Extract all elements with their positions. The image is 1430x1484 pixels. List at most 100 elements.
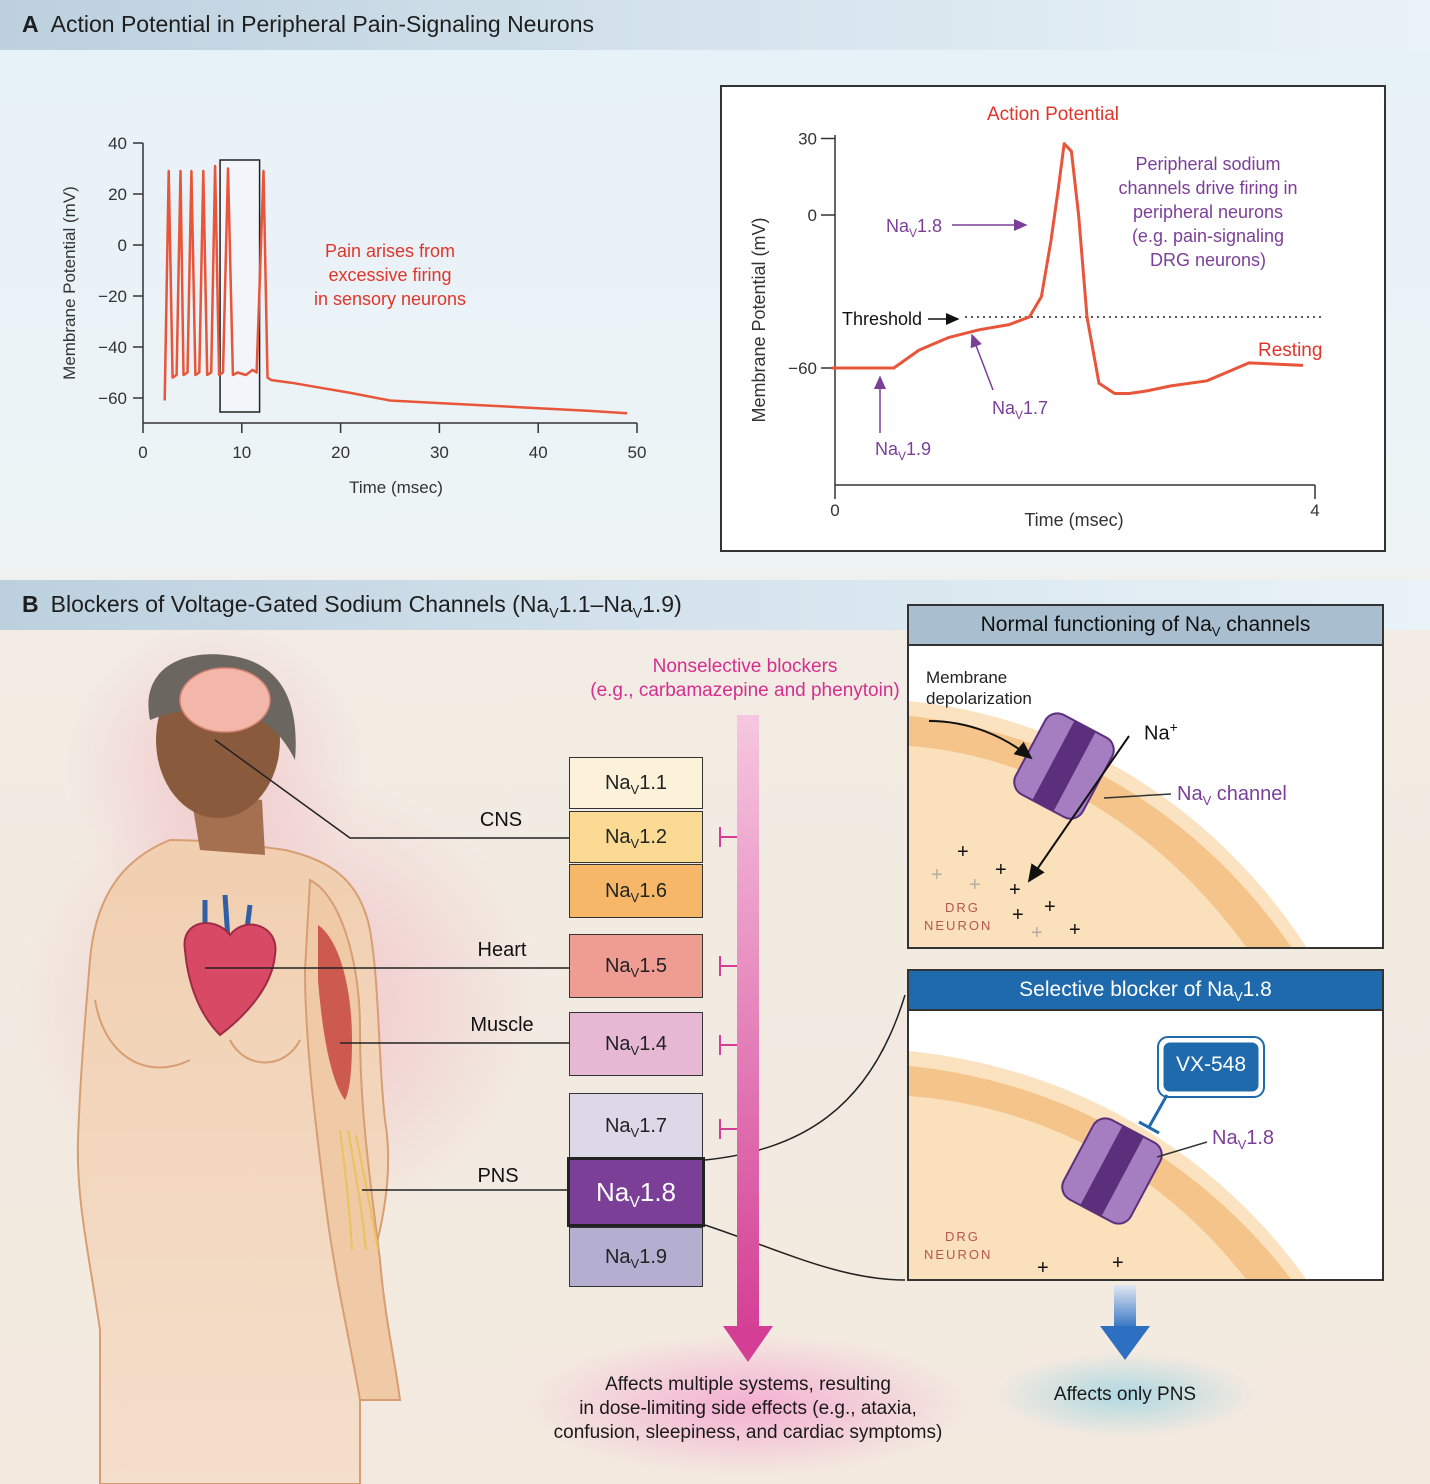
- x-tick-label: 20: [331, 443, 350, 462]
- sodium-note: Peripheral sodium channels drive firing …: [1118, 154, 1297, 270]
- note-line-5: DRG neurons): [1150, 250, 1266, 270]
- label-muscle: Muscle: [470, 1014, 533, 1036]
- panel-b-title-part-1: Blockers of Voltage-Gated Sodium Channel…: [50, 591, 550, 617]
- blocker-stem: [1147, 1094, 1169, 1128]
- panel-a-title: A Action Potential in Peripheral Pain-Sig…: [22, 11, 594, 38]
- heart: [183, 922, 277, 1037]
- outcome-line-2: in dose-limiting side effects (e.g., ata…: [579, 1398, 917, 1419]
- y-tick-label: −60: [98, 389, 127, 408]
- outcome-line-1: Affects multiple systems, resulting: [605, 1374, 891, 1395]
- panel-b-title: B Blockers of Voltage-Gated Sodium Channe…: [22, 591, 682, 621]
- svg-text:+: +: [1012, 904, 1024, 926]
- drg-label-line-1: DRG: [945, 1229, 980, 1244]
- y-tick-label: −20: [98, 287, 127, 306]
- x-tick-label: 0: [138, 443, 147, 462]
- y-tick-label: 20: [108, 185, 127, 204]
- channel-nav16: NaV1.6: [569, 864, 703, 918]
- x-tick-label: 30: [430, 443, 449, 462]
- threshold-label: Threshold: [842, 309, 922, 329]
- x-axis-label: Time (msec): [349, 478, 443, 497]
- magenta-arrowhead: [723, 1326, 773, 1362]
- channel-nav19: NaV1.9: [569, 1227, 703, 1287]
- label-nav18: NaV1.8: [886, 216, 942, 240]
- nav-channel-label: NaV channel: [1177, 783, 1287, 808]
- ions-faded: + + +: [931, 864, 1043, 944]
- panel-b-title-sub-1: V: [549, 604, 559, 621]
- nonselective-line-1: Nonselective blockers: [653, 656, 838, 677]
- panel-a-title-text: Action Potential in Peripheral Pain-Sign…: [50, 11, 594, 37]
- annotation-line-3: in sensory neurons: [314, 289, 466, 309]
- svg-text:+: +: [995, 859, 1007, 881]
- nav18-pointer: [1156, 1141, 1208, 1158]
- svg-text:+: +: [1069, 919, 1081, 941]
- action-potential-trace: [831, 142, 1304, 395]
- normal-function-panel: Normal functioning of NaV channels +++ +…: [907, 604, 1384, 949]
- svg-text:+: +: [1044, 896, 1056, 918]
- channel-nav12: NaV1.2: [569, 811, 703, 863]
- annotation-line-2: excessive firing: [328, 265, 451, 285]
- y-tick-label: 30: [798, 130, 817, 149]
- svg-text:+: +: [1031, 922, 1043, 944]
- x-axis-label: Time (msec): [1024, 510, 1123, 530]
- outcome-glow-blue: [995, 1353, 1255, 1437]
- nonselective-line-2: (e.g., carbamazepine and phenytoin): [590, 680, 899, 701]
- chest-contour: [94, 999, 191, 1069]
- channel-nav15: NaV1.5: [569, 934, 703, 998]
- note-line-4: (e.g. pain-signaling: [1132, 226, 1284, 246]
- selective-blocker-panel: Selective blocker of NaV1.8 ++ VX-548 Na…: [907, 969, 1384, 1281]
- chest-contour-2: [229, 1039, 301, 1064]
- vx548-box: [1160, 1039, 1262, 1095]
- depolarization-line-2: depolarization: [926, 689, 1032, 708]
- selective-membrane-illustration: ++: [909, 1036, 1307, 1279]
- vx548-label: VX-548: [1175, 1053, 1247, 1076]
- svg-text:+: +: [1009, 879, 1021, 901]
- label-heart: Heart: [478, 939, 527, 961]
- panel-a-letter: A: [22, 11, 39, 37]
- note-line-1: Peripheral sodium: [1135, 154, 1280, 174]
- brain: [179, 667, 271, 733]
- arrow-nav17: [970, 333, 994, 391]
- label-nav17: NaV1.7: [992, 398, 1048, 422]
- selective-panel-header: Selective blocker of NaV1.8: [909, 971, 1382, 1011]
- drg-label-line-2: NEURON: [924, 918, 993, 933]
- svg-text:+: +: [931, 864, 943, 886]
- outcome-glow-magenta: [528, 1335, 968, 1475]
- panel-b-letter: B: [22, 591, 39, 617]
- note-line-3: peripheral neurons: [1133, 202, 1283, 222]
- ions: ++: [1037, 1252, 1124, 1279]
- label-nav19: NaV1.9: [875, 439, 931, 463]
- blue-arrow-shaft: [1114, 1285, 1136, 1330]
- nav18-label: NaV1.8: [1212, 1127, 1275, 1152]
- y-tick-label: −60: [788, 359, 817, 378]
- channel-nav11: NaV1.1: [569, 757, 703, 809]
- svg-text:+: +: [1112, 1252, 1124, 1274]
- y-tick-label: −40: [98, 338, 127, 357]
- sodium-ion-label: Na+: [1144, 719, 1178, 745]
- label-pns: PNS: [477, 1165, 518, 1187]
- zoom-line-top: [704, 994, 906, 1161]
- annotation-line-1: Pain arises from: [325, 241, 455, 261]
- channel-nav18: NaV1.8: [567, 1157, 705, 1227]
- zoom-line-bottom: [704, 1224, 906, 1281]
- chart-title: Action Potential: [987, 104, 1119, 125]
- depolarization-line-1: Membrane: [926, 668, 1008, 687]
- magenta-column: [737, 715, 759, 1330]
- depolarization-arrow: [928, 720, 1033, 760]
- svg-text:+: +: [969, 874, 981, 896]
- annotation-text: Pain arises from excessive firing in sen…: [314, 241, 466, 309]
- outcome-selective: Affects only PNS: [1054, 1384, 1196, 1405]
- blue-arrowhead: [1100, 1326, 1150, 1360]
- x-tick-label: 4: [1310, 501, 1319, 520]
- panel-b-title-sub-2: V: [632, 604, 643, 621]
- x-tick-label: 10: [232, 443, 251, 462]
- svg-text:+: +: [957, 841, 969, 863]
- channel-nav17: NaV1.7: [569, 1093, 703, 1159]
- y-axis-label: Membrane Potential (mV): [749, 217, 769, 422]
- x-tick-label: 40: [529, 443, 548, 462]
- channel-nav14: NaV1.4: [569, 1012, 703, 1076]
- drg-label-line-2: NEURON: [924, 1247, 993, 1262]
- panel-a-header: A Action Potential in Peripheral Pain-Sig…: [0, 0, 1430, 50]
- forearm-nerves: [339, 1129, 379, 1251]
- y-tick-label: 40: [108, 134, 127, 153]
